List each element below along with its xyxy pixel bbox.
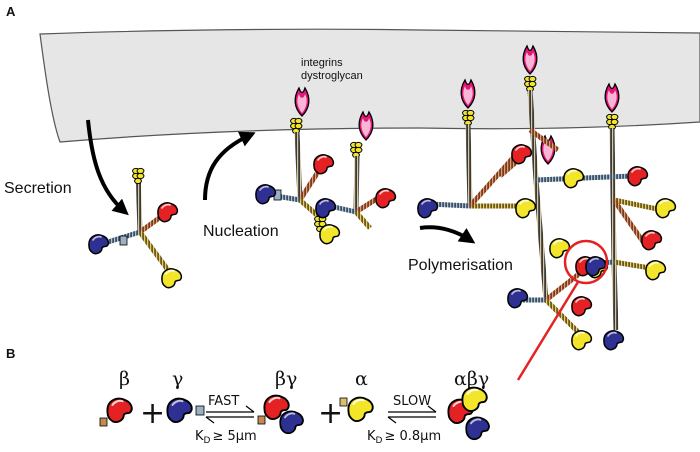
kd-fast: KD≥ 5μm [195,429,257,446]
plus-sign-2: + [318,396,343,431]
step-label-polymerisation: Polymerisation [408,257,513,274]
arrow-secretion-icon [86,119,129,216]
label-beta: β [119,368,130,390]
molecule-gamma [166,397,205,424]
laminin-secreted [88,167,183,289]
membrane-label-integrins: integrins [301,57,343,69]
step-label-nucleation: Nucleation [203,223,279,240]
panel-a-label: A [6,4,16,19]
arrow-nucleation-icon [203,131,256,201]
equilibrium-arrows-slow-icon [387,405,437,424]
equilibrium-arrows-fast-icon [205,405,255,424]
panel-b-label: B [6,346,15,361]
label-alpha: α [355,368,368,390]
arrow-polymerisation-icon [419,225,476,244]
label-slow: SLOW [393,394,431,409]
label-gamma: γ [172,368,183,390]
label-beta-gamma: βγ [275,368,297,390]
molecule-beta-gamma [257,394,304,435]
label-alpha-beta-gamma: αβγ [454,368,489,390]
highlight-circle [563,239,609,285]
laminin-nucleation-1 [255,87,335,233]
label-fast: FAST [208,394,239,409]
step-label-secretion: Secretion [4,180,72,197]
molecule-beta [99,397,133,427]
kd-slow: KD≥ 0.8μm [367,429,441,446]
molecule-alpha-beta-gamma [447,386,490,441]
highlight-pointer-line [516,281,580,381]
plus-sign-1: + [140,396,165,431]
laminin-polymer-network [417,45,677,351]
laminin-nucleation-2 [315,111,397,245]
membrane-label-dystroglycan: dystroglycan [301,70,363,82]
molecule-alpha [339,396,374,423]
